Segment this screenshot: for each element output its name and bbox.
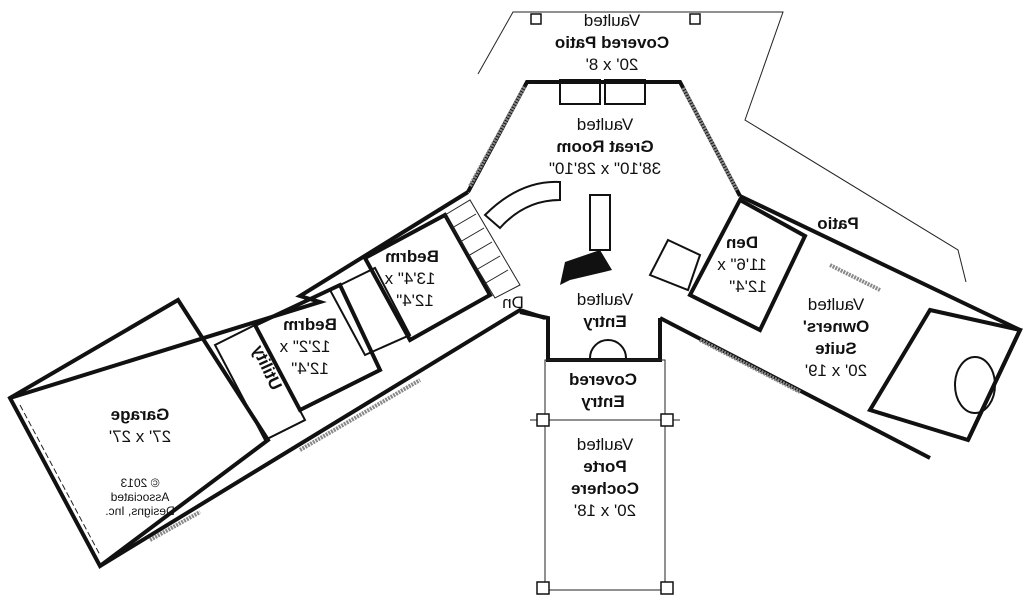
entry-door — [589, 339, 627, 359]
room-name: Cochere — [571, 479, 639, 498]
stairs-down-label: Dn — [502, 293, 524, 312]
left-wing-window — [298, 378, 422, 452]
room-qualifier: Vaulted — [577, 115, 633, 134]
copyright-line: © 2013 — [120, 476, 159, 490]
garage-walls — [7, 297, 271, 569]
entry-label: Vaulted Entry — [577, 290, 633, 331]
room-name: Bedrm — [385, 247, 439, 266]
room-size: 38'10" x 28'10" — [549, 159, 661, 178]
room-name: Bedrm — [283, 315, 337, 334]
garage-door — [19, 404, 101, 556]
porte-cochere-label: Vaulted Porte Cochere 20' x 18' — [571, 435, 639, 520]
room-name: Den — [726, 233, 758, 252]
room-qualifier: Vaulted — [808, 295, 864, 314]
room-name: Great Room — [556, 137, 653, 156]
room-size: 12'2" x — [279, 337, 330, 356]
room-size: 20' x 18' — [574, 501, 636, 520]
room-name: Garage — [111, 405, 170, 424]
room-name: Porte — [583, 457, 626, 476]
powder-room-walls — [648, 238, 702, 292]
covered-patio-label: Vaulted Covered Patio 20' x 8' — [555, 11, 669, 74]
kitchen-island — [589, 194, 611, 251]
room-size: 12'4" — [396, 291, 434, 310]
copyright: © 2013 Associated Designs, Inc. — [105, 476, 174, 518]
master-bath-walls — [866, 307, 1023, 443]
utility-walls — [213, 323, 307, 442]
room-qualifier: Vaulted — [584, 11, 640, 30]
bedroom-2-label: Bedrm 12'2" x 12'4" — [279, 315, 337, 378]
copyright-line: Associated — [111, 490, 170, 504]
stairs — [444, 199, 521, 299]
bedroom-1-label: Bedrm 13'4" x 12'4" — [384, 247, 439, 310]
bathtub — [954, 356, 996, 414]
room-name: Owners' — [803, 317, 869, 336]
room-qualifier: Vaulted — [577, 290, 633, 309]
copyright-line: Designs, Inc. — [105, 504, 174, 518]
garage-label: Garage 27' x 27' — [109, 405, 171, 446]
room-name: Entry — [581, 392, 625, 411]
den-walls — [687, 197, 808, 333]
great-room-window — [468, 85, 527, 187]
bath-walls — [328, 266, 412, 357]
room-name: Suite — [815, 339, 857, 358]
right-wing-window — [699, 338, 801, 394]
patio-doors — [559, 79, 646, 105]
fireplace — [560, 250, 612, 285]
kitchen-counter — [483, 180, 561, 230]
den-label: Den 11'6" x 12'4" — [717, 233, 767, 296]
porte-cochere-outline — [544, 359, 666, 591]
room-size: 20' x 19' — [805, 361, 867, 380]
room-name: Entry — [583, 312, 627, 331]
bedroom-2-walls — [252, 282, 383, 413]
right-wing-window — [829, 263, 881, 292]
patio-label: Patio — [817, 214, 859, 233]
room-size: 13'4" x — [384, 269, 435, 288]
bedroom-1-walls — [362, 212, 493, 343]
room-size: 27' x 27' — [109, 427, 171, 446]
room-size: 11'6" x — [717, 255, 767, 274]
great-room-label: Vaulted Great Room 38'10" x 28'10" — [549, 115, 661, 178]
room-name: Covered — [569, 370, 637, 389]
room-name: Covered Patio — [555, 33, 669, 52]
room-qualifier: Vaulted — [577, 435, 633, 454]
right-wing-top-wall — [739, 194, 1023, 441]
covered-patio-outline — [477, 11, 967, 283]
great-room-window — [681, 87, 739, 191]
owners-suite-label: Vaulted Owners' Suite 20' x 19' — [803, 295, 869, 380]
room-size: 12'4" — [729, 277, 767, 296]
room-size: 20' x 8' — [586, 55, 639, 74]
covered-entry-label: Covered Entry — [569, 370, 637, 411]
left-wing-window — [149, 510, 201, 542]
room-size: 12'4" — [291, 359, 329, 378]
posts — [530, 13, 701, 595]
